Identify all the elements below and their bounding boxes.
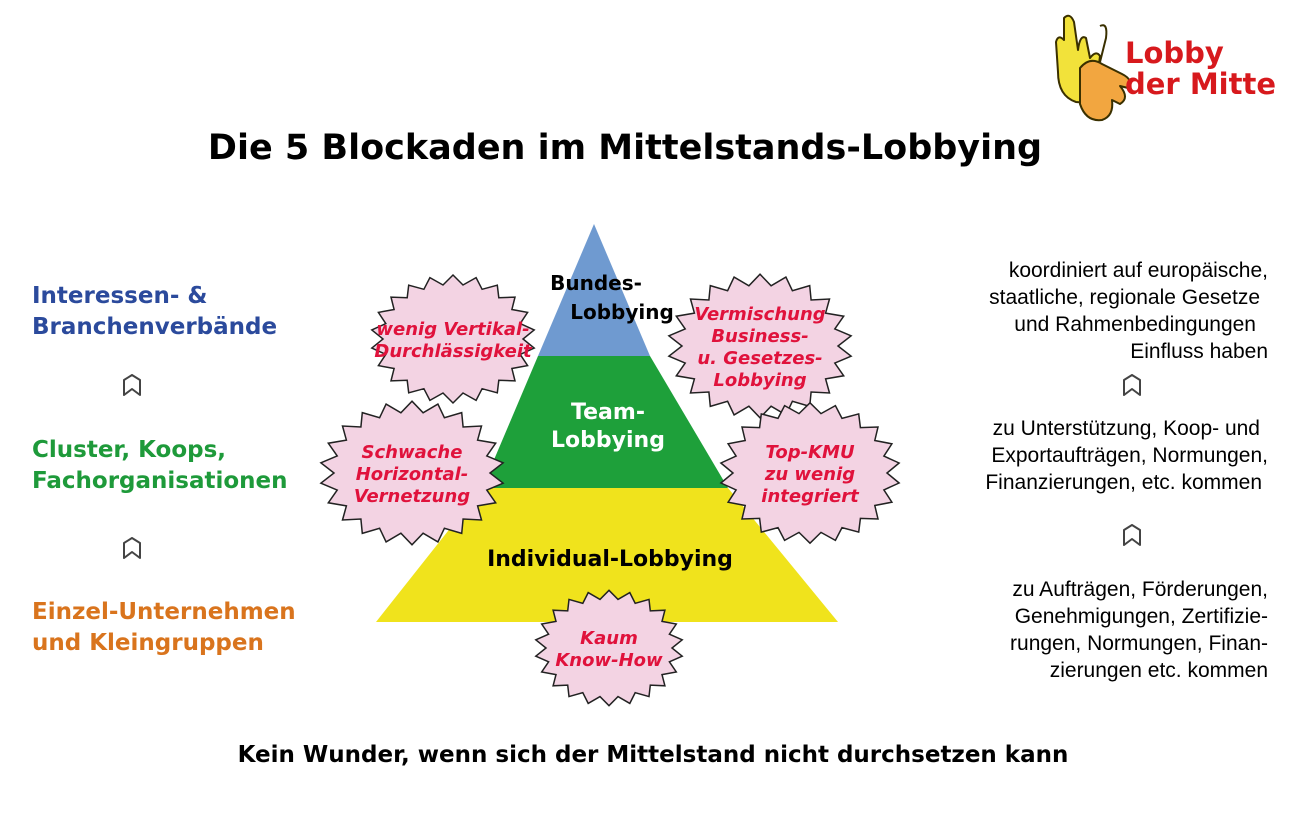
blockade-vertical-line1: wenig Vertikal- — [376, 319, 529, 340]
arrow-up-icon — [123, 537, 141, 559]
blockade-horizontal-line1: Schwache — [362, 442, 463, 463]
blockade-star-topkmu — [719, 401, 901, 545]
pyramid-top-label-line1: Bundes- — [550, 271, 642, 295]
left-level-clusters: Cluster, Koops, Fachorganisationen — [32, 435, 288, 497]
right-text-team-line2: Exportaufträgen, Normungen, — [991, 444, 1268, 467]
blockade-star-horizontal — [319, 400, 505, 546]
left-level-clusters-line1: Cluster, Koops, — [32, 437, 227, 463]
left-level-companies: Einzel-Unternehmen und Kleingruppen — [32, 597, 296, 659]
blockade-horizontal-line2: Horizontal- — [356, 464, 469, 485]
blockade-mixing-line3: u. Gesetzes- — [697, 348, 822, 369]
right-text-federal: koordiniert auf europäische, staatliche,… — [888, 257, 1268, 365]
right-text-individual-line2: Genehmigungen, Zertifizie- — [1014, 605, 1268, 628]
pyramid-top-label-line2: Lobbying — [570, 300, 674, 324]
arrow-up-icon — [1123, 374, 1141, 396]
blockade-knowhow-line1: Kaum — [580, 628, 638, 649]
arrow-up-icon — [123, 374, 141, 396]
blockade-knowhow-line2: Know-How — [555, 650, 663, 671]
right-text-team: zu Unterstützung, Koop- und Exportaufträ… — [888, 415, 1268, 496]
pyramid-level-bottom — [376, 488, 838, 622]
right-text-individual: zu Aufträgen, Förderungen, Genehmigungen… — [888, 576, 1268, 684]
blockade-topkmu-line2: zu wenig — [764, 464, 855, 485]
logo-hands-icon — [1055, 14, 1131, 122]
blockade-topkmu-line1: Top-KMU — [765, 442, 855, 463]
right-text-federal-line1: koordiniert auf europäische, — [1008, 259, 1268, 282]
right-text-federal-line3: und Rahmenbedingungen — [1014, 313, 1256, 336]
blockade-topkmu-line3: integriert — [761, 486, 860, 507]
blockade-star-knowhow — [534, 589, 684, 707]
blockade-vertical-line2: Durchlässigkeit — [374, 341, 533, 362]
right-text-individual-line4: zierungen etc. kommen — [1049, 659, 1268, 682]
pyramid-level-middle — [482, 356, 728, 488]
logo-line2: der Mitte — [1125, 67, 1277, 101]
left-level-associations-line1: Interessen- & — [32, 283, 208, 309]
left-level-associations-line2: Branchenverbände — [32, 314, 278, 340]
logo-text: Lobby der Mitte — [1125, 38, 1276, 100]
blockade-horizontal-line3: Vernetzung — [354, 486, 470, 507]
left-level-companies-line2: und Kleingruppen — [32, 630, 264, 656]
logo-line1: Lobby — [1125, 36, 1224, 70]
right-text-individual-line1: zu Aufträgen, Förderungen, — [1012, 578, 1268, 601]
blockade-mixing-line4: Lobbying — [713, 370, 806, 391]
blockade-star-vertical — [370, 273, 536, 405]
blockade-star-mixing — [667, 273, 853, 419]
pyramid-middle-label-line2: Lobbying — [551, 428, 665, 453]
arrow-up-icon — [1123, 524, 1141, 546]
blockade-mixing-line1: Vermischung — [694, 304, 825, 325]
left-level-clusters-line2: Fachorganisationen — [32, 468, 288, 494]
right-text-team-line3: Finanzierungen, etc. kommen — [985, 471, 1262, 494]
pyramid-level-top — [538, 224, 650, 356]
footer-conclusion: Kein Wunder, wenn sich der Mittelstand n… — [237, 742, 1069, 768]
right-text-federal-line2: staatliche, regionale Gesetze — [989, 286, 1260, 309]
right-text-individual-line3: rungen, Normungen, Finan- — [1010, 632, 1268, 655]
page-title: Die 5 Blockaden im Mittelstands-Lobbying — [207, 128, 1043, 168]
right-text-federal-line4: Einfluss haben — [1130, 340, 1268, 363]
pyramid-middle-label-line1: Team- — [571, 400, 645, 425]
right-text-team-line1: zu Unterstützung, Koop- und — [992, 417, 1260, 440]
left-level-companies-line1: Einzel-Unternehmen — [32, 599, 296, 625]
pyramid-bottom-label: Individual-Lobbying — [487, 547, 733, 572]
blockade-mixing-line2: Business- — [711, 326, 808, 347]
left-level-associations: Interessen- & Branchenverbände — [32, 281, 277, 343]
